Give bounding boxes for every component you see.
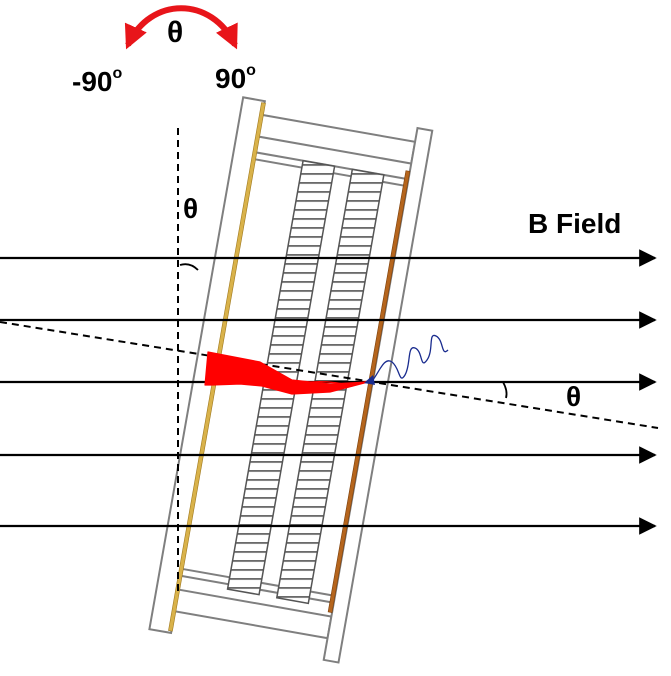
theta-vertical-label: θ [183,193,199,224]
photon-icon [371,334,449,382]
rotation-arrow-icon [124,5,238,50]
degree-mark: o [112,65,123,82]
angle-min-label: -90o [72,65,122,98]
theta-right-label: θ [566,381,582,412]
degree-mark: o [246,62,256,79]
back-plate [327,170,411,613]
photon-arrow-icon [364,375,375,385]
angle-max-label: 90o [215,62,256,95]
b-field-label: B Field [528,208,622,239]
angle-min-value: -90 [72,66,113,97]
horizontal-angle-arc [502,381,508,399]
tilted-axis-line [0,321,659,429]
vertical-angle-arc [179,263,199,271]
theta-top-label: θ [167,16,184,49]
electron-track [204,351,369,395]
electron-track-tail [291,380,371,387]
angle-max-value: 90 [215,63,247,94]
